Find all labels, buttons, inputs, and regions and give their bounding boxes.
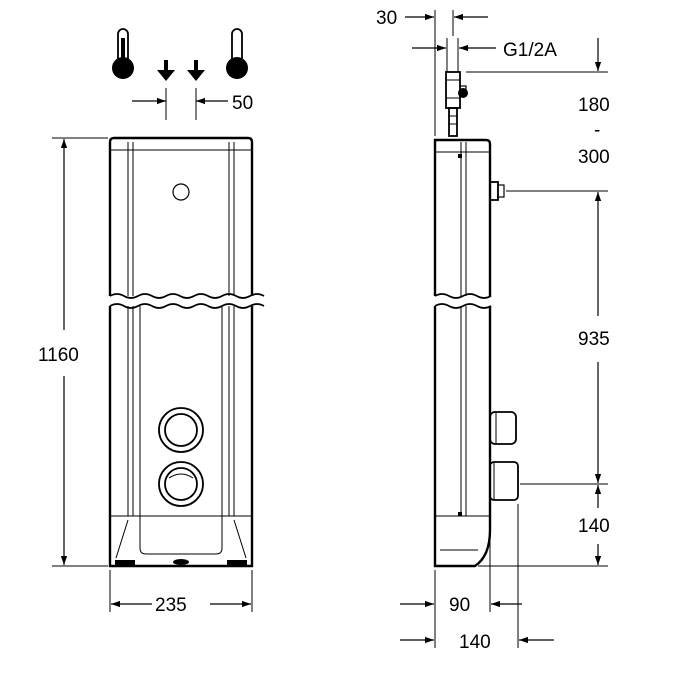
pipe-spacing-label: 30 xyxy=(376,8,397,29)
thread-label: G1/2A xyxy=(503,40,557,61)
side-view: 30 G1/2A 180 - 300 xyxy=(376,8,610,653)
supply-height-dimension xyxy=(466,38,608,73)
pipe-spacing-dimension xyxy=(405,10,488,136)
total-depth-dimension xyxy=(400,504,554,648)
panel-front xyxy=(108,136,265,568)
front-view: 50 xyxy=(38,28,265,616)
down-arrow-icon xyxy=(187,60,205,81)
height-label: 1160 xyxy=(38,345,79,366)
supply-max-label: 300 xyxy=(578,147,610,168)
thread-callout xyxy=(412,38,496,72)
body-depth-dimension xyxy=(400,536,522,648)
width-label: 235 xyxy=(155,595,187,616)
supply-dash-label: - xyxy=(594,120,600,141)
panel-side xyxy=(433,138,519,568)
supply-valve xyxy=(445,71,468,137)
outlet-to-mixer-dimension xyxy=(506,190,608,485)
outlet-to-mixer-label: 935 xyxy=(578,329,610,350)
supply-min-label: 180 xyxy=(578,95,610,116)
inlet-spacing-label: 50 xyxy=(232,93,253,114)
body-depth-label: 90 xyxy=(449,595,470,616)
height-dimension xyxy=(52,137,108,567)
thermometer-hot-icon xyxy=(226,28,248,79)
inlet-spacing-dimension xyxy=(132,88,228,120)
mixer-height-label: 140 xyxy=(578,516,610,537)
down-arrow-icon xyxy=(157,60,175,81)
thermometer-cold-icon xyxy=(112,28,134,79)
mixer-height-dimension xyxy=(478,485,608,567)
total-depth-label: 140 xyxy=(459,632,491,653)
width-dimension xyxy=(109,570,253,612)
